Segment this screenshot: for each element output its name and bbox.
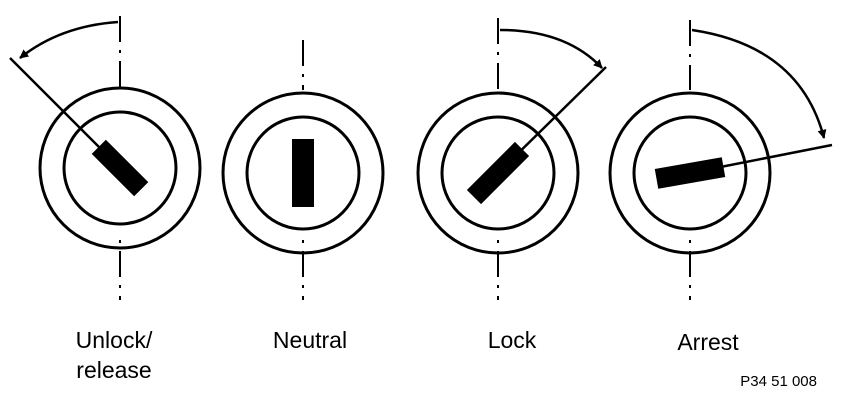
rotation-arrow (691, 28, 827, 139)
figure-reference-code: P34 51 008 (740, 373, 817, 390)
position-label: Neutral (273, 327, 347, 353)
inner-ring (440, 115, 556, 231)
inner-ring (632, 115, 748, 231)
outer-ring (38, 86, 202, 250)
rotation-arrow (499, 28, 603, 69)
position-label-line2: release (76, 357, 151, 383)
position-unlock-release: Unlock/ release (9, 16, 202, 383)
key-slot (466, 141, 530, 205)
rotation-arrow (19, 20, 119, 59)
key-slot (654, 157, 726, 189)
position-arrest: Arrest (608, 20, 833, 355)
key-slot (91, 139, 149, 197)
position-label: Arrest (677, 329, 739, 355)
position-label-line1: Unlock/ (76, 327, 153, 353)
position-neutral: Neutral (221, 40, 385, 353)
inner-ring (245, 115, 361, 231)
inner-ring (62, 110, 178, 226)
outer-ring (608, 91, 772, 255)
position-label: Lock (488, 327, 537, 353)
outer-ring (416, 91, 580, 255)
outer-ring (221, 91, 385, 255)
position-lock: Lock (416, 18, 607, 353)
key-slot (292, 139, 314, 207)
